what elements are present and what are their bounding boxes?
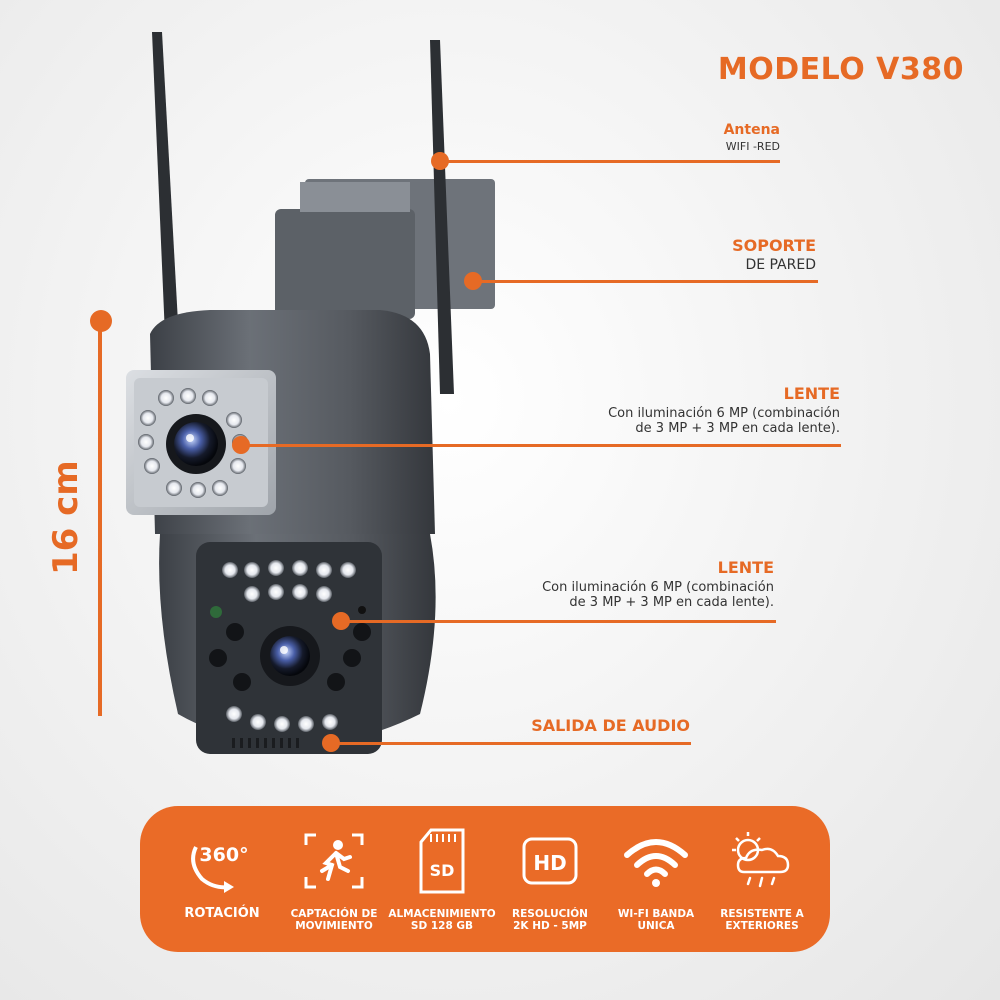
callout-antena-subtitle: WIFI -RED — [725, 140, 780, 153]
callout-lente2: LENTE Con iluminación 6 MP (combinación … — [542, 558, 774, 610]
callout-soporte-subtitle: DE PARED — [745, 257, 816, 273]
callout-lente2-title: LENTE — [717, 558, 774, 577]
lente1-line — [241, 444, 841, 447]
callout-antena-title: Antena — [723, 122, 780, 138]
sd-card-icon: SD — [386, 826, 498, 896]
feature-sd: SD ALMACENIMIENTO SD 128 GB — [386, 826, 498, 932]
feature-rotation: 360° ROTACIÓN — [166, 826, 278, 920]
feature-label: WI-FI BANDA UNICA — [617, 908, 695, 932]
feature-label: CAPTACIÓN DE MOVIMIENTO — [290, 908, 378, 932]
callout-lente1-line2: de 3 MP + 3 MP en cada lente). — [635, 421, 840, 436]
callout-lente2-line2: de 3 MP + 3 MP en cada lente). — [569, 595, 774, 610]
upper-led-ring — [138, 388, 248, 498]
callout-audio: SALIDA DE AUDIO — [531, 716, 690, 735]
feature-weather: RESISTENTE A EXTERIORES — [706, 826, 818, 932]
hd-badge: HD — [533, 851, 566, 875]
feature-hd: HD RESOLUCIÓN 2K HD - 5MP — [494, 826, 606, 932]
lower-led-row-top — [222, 560, 356, 602]
camera-illustration — [126, 32, 495, 754]
rotation-badge: 360° — [199, 844, 248, 866]
sd-badge: SD — [430, 861, 455, 880]
feature-label: ALMACENIMIENTO SD 128 GB — [388, 908, 496, 932]
features-band: 360° ROTACIÓN CAPTACIÓN DE MOVIMIENTO SD… — [140, 806, 830, 952]
audio-line — [331, 742, 691, 745]
callout-lente1: LENTE Con iluminación 6 MP (combinación … — [608, 384, 840, 436]
hd-icon: HD — [494, 826, 606, 896]
lente2-line — [341, 620, 776, 623]
dimension-label: 16 cm — [46, 460, 86, 575]
callout-lente1-line1: Con iluminación 6 MP (combinación — [608, 406, 840, 421]
lower-ir-leds — [209, 606, 371, 691]
feature-label: ROTACIÓN — [184, 906, 260, 921]
antena-line — [440, 160, 780, 163]
dimension-dot — [90, 310, 112, 332]
feature-label: RESISTENTE A EXTERIORES — [720, 908, 804, 932]
rotation-360-icon: 360° — [166, 826, 278, 896]
callout-antena: Antena WIFI -RED — [724, 122, 780, 153]
callout-audio-title: SALIDA DE AUDIO — [531, 716, 690, 735]
feature-label: RESOLUCIÓN 2K HD - 5MP — [512, 908, 588, 932]
callout-soporte-title: SOPORTE — [732, 236, 816, 255]
callout-lente1-title: LENTE — [783, 384, 840, 403]
weather-resistant-icon — [706, 826, 818, 896]
feature-wifi: WI-FI BANDA UNICA — [600, 826, 712, 932]
dimension-bar — [98, 322, 102, 716]
lower-led-row-bottom — [226, 706, 338, 732]
soporte-line — [473, 280, 818, 283]
motion-detection-icon — [278, 826, 390, 896]
wifi-icon — [600, 826, 712, 896]
model-title: MODELO V380 — [717, 52, 964, 87]
callout-soporte: SOPORTE DE PARED — [732, 236, 816, 273]
feature-motion: CAPTACIÓN DE MOVIMIENTO — [278, 826, 390, 932]
callout-lente2-line1: Con iluminación 6 MP (combinación — [542, 580, 774, 595]
